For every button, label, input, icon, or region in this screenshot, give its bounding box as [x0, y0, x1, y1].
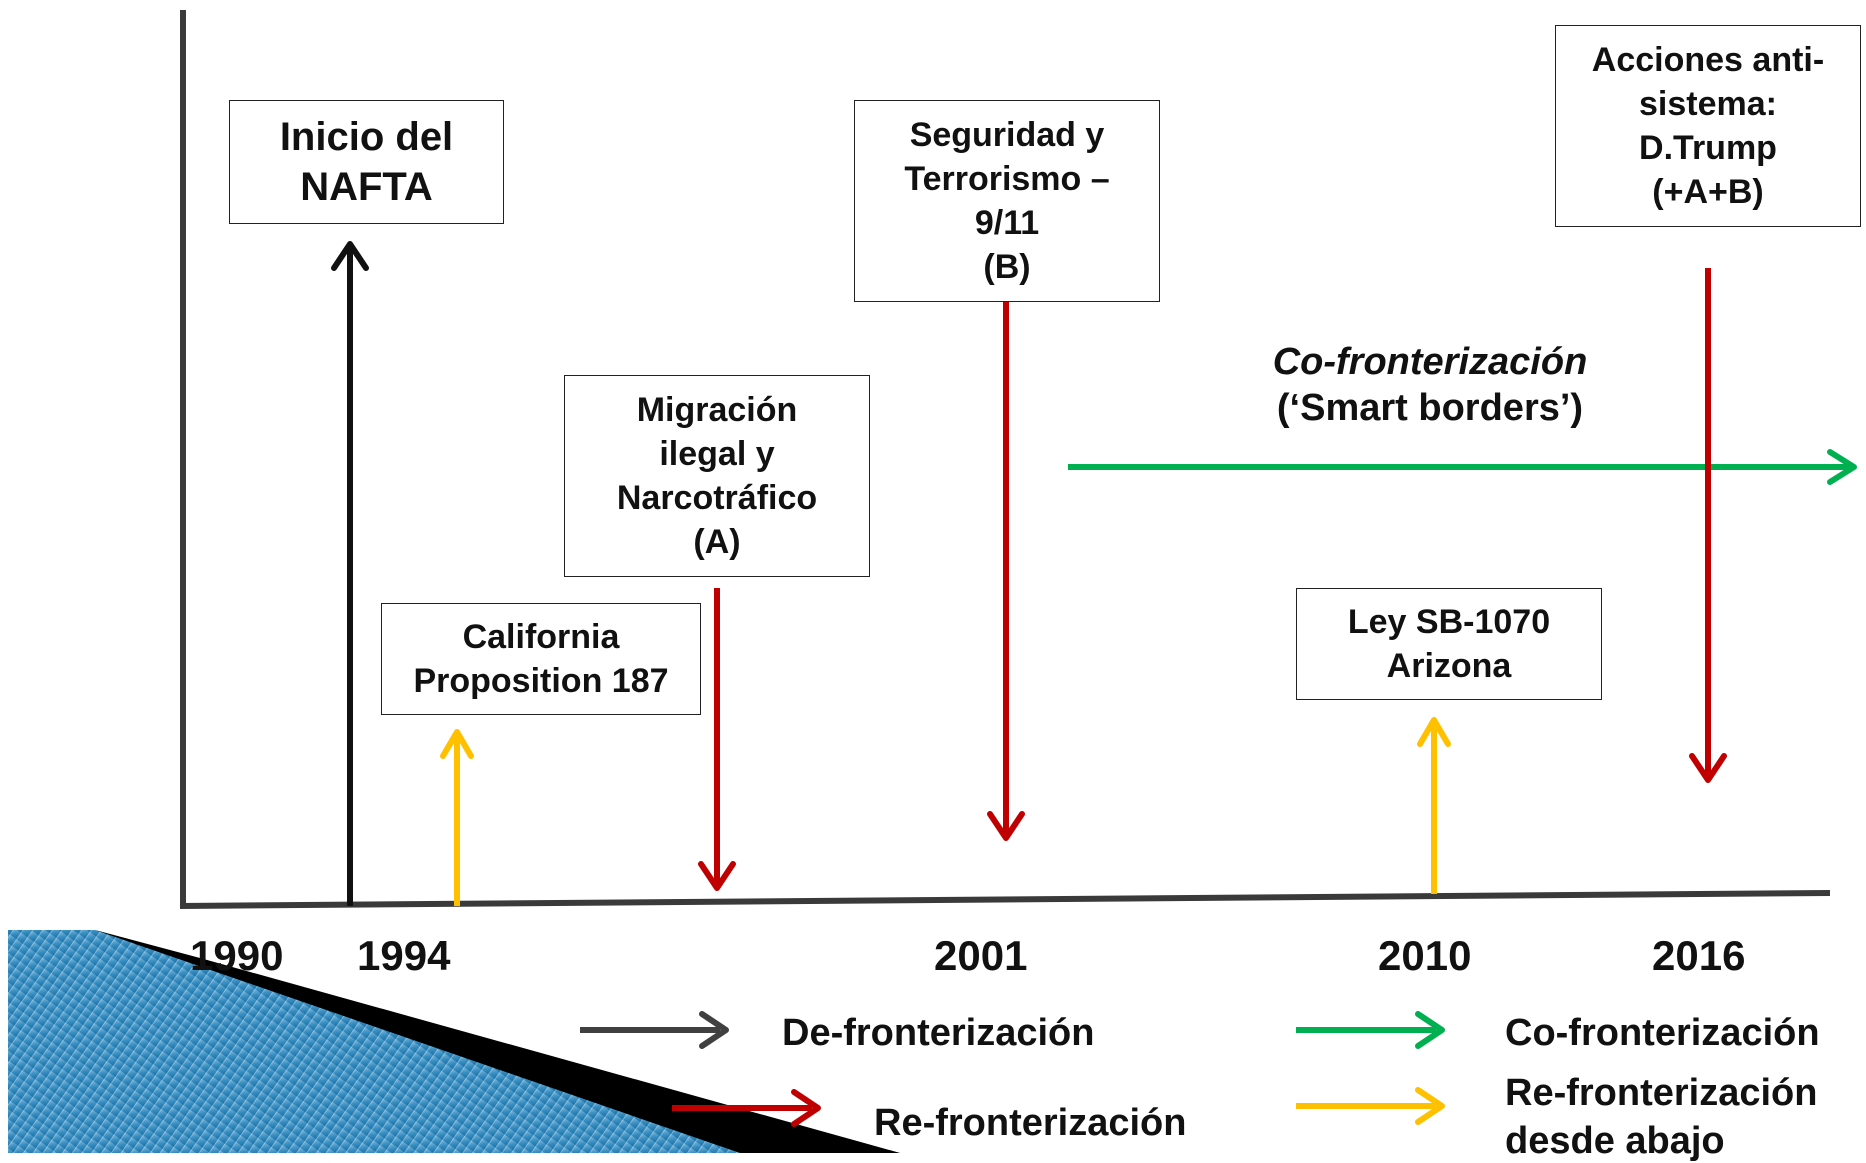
box-migracion-line-1: Migración [636, 390, 798, 429]
box-prop187-line-2: Proposition 187 [413, 662, 669, 700]
box-seguridad: Seguridad y Terrorismo – 9/11 (B) [854, 100, 1160, 302]
box-seguridad-line-1: Seguridad y [909, 115, 1105, 154]
box-migracion-line-2: ilegal y [659, 434, 775, 473]
legend-de-arrowhead [699, 1011, 729, 1049]
legend-label-de: De-fronterización [782, 1012, 1095, 1054]
box-seguridad-line-4: (B) [983, 248, 1031, 287]
box-migracion: Migración ilegal y Narcotráfico (A) [564, 375, 870, 577]
box-migracion-line-4: (A) [693, 523, 741, 562]
nafta-arrowhead [331, 241, 369, 271]
year-label-1994: 1994 [357, 932, 451, 979]
box-trump-line-1: Acciones anti- [1591, 40, 1825, 79]
cofronterizacion-label-title: Co-fronterización [1272, 341, 1588, 383]
prop187-arrowhead [440, 729, 474, 759]
box-sb1070-line-2: Arizona [1386, 647, 1512, 685]
box-trump: Acciones anti- sistema: D.Trump (+A+B) [1555, 25, 1861, 227]
legend-label-re-abajo-1: Re-fronterización [1505, 1072, 1818, 1114]
box-trump-line-2: sistema: [1639, 84, 1777, 123]
x-axis [179, 890, 1831, 909]
legend-re-abajo-arrowhead [1415, 1087, 1445, 1125]
year-label-2001: 2001 [934, 932, 1028, 979]
cofronterizacion-label: Co-fronterización (‘Smart borders’) [1190, 340, 1670, 431]
box-seguridad-line-2: Terrorismo – [904, 159, 1110, 198]
box-nafta-line-2: NAFTA [300, 165, 433, 209]
box-nafta: Inicio del NAFTA [229, 100, 504, 224]
legend-re-arrowhead [791, 1089, 821, 1127]
box-trump-line-3: D.Trump [1639, 129, 1777, 167]
year-label-1990: 1990 [190, 932, 284, 979]
box-sb1070: Ley SB-1070 Arizona [1296, 588, 1602, 700]
seguridad-arrowhead [987, 811, 1025, 841]
legend-label-re: Re-fronterización [874, 1102, 1187, 1144]
box-migracion-line-3: Narcotráfico [616, 479, 818, 517]
trump-arrowhead [1689, 753, 1727, 783]
box-prop187-line-1: California [462, 617, 620, 656]
box-prop187: California Proposition 187 [381, 603, 701, 715]
legend-label-re-abajo-2: desde abajo [1505, 1120, 1725, 1162]
cofronterizacion-label-subtitle: (‘Smart borders’) [1276, 386, 1584, 429]
legend-label-co: Co-fronterización [1505, 1012, 1820, 1054]
decorative-wedge-stripe [95, 930, 900, 1153]
year-label-2010: 2010 [1378, 932, 1472, 979]
box-trump-line-4: (+A+B) [1652, 173, 1764, 212]
box-sb1070-line-1: Ley SB-1070 [1347, 602, 1551, 641]
box-nafta-line-1: Inicio del [279, 115, 454, 159]
cofronterizacion-arrowhead [1827, 449, 1857, 485]
legend-co-arrowhead [1415, 1011, 1445, 1049]
box-seguridad-line-3: 9/11 [974, 204, 1040, 242]
migracion-arrowhead [698, 861, 736, 891]
sb1070-arrowhead [1417, 717, 1451, 747]
year-label-2016: 2016 [1652, 932, 1746, 979]
